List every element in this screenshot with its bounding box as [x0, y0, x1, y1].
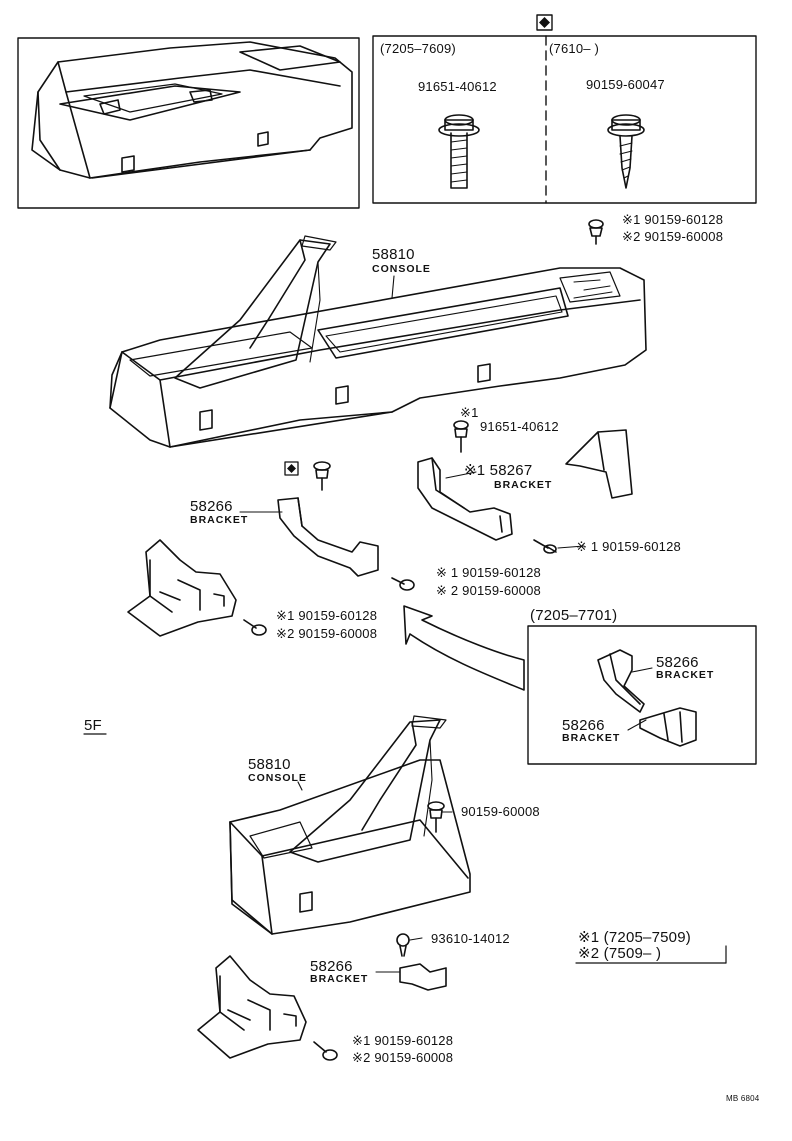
screw-mid-pair — [391, 577, 415, 591]
console-bottom-number: 58810 — [248, 756, 291, 773]
screw-mid-part: 91651-40612 — [480, 419, 559, 434]
bottom-pair-2: ※2 90159-60008 — [352, 1050, 454, 1065]
bracket-58266-mid — [277, 497, 379, 577]
mid-screw-pair-1: ※ 1 90159-60128 — [436, 565, 541, 580]
screw-top — [588, 219, 604, 245]
clip-bottom — [396, 933, 410, 957]
inset-7701-b2-number: 58266 — [562, 717, 605, 734]
left-screw-pair-1: ※1 90159-60128 — [276, 608, 378, 623]
bracket-support-right — [565, 429, 633, 499]
leader-lines — [239, 275, 653, 973]
screw-mid — [453, 420, 469, 453]
inset-period-b: (7610– ) — [549, 41, 600, 56]
inset-console-detail — [17, 37, 360, 209]
top-screw-1: ※1 90159-60128 — [622, 212, 724, 227]
inset-part-a: 91651-40612 — [418, 79, 497, 94]
bracket-58266-a-number: 58266 — [190, 498, 233, 515]
diamond-mark — [536, 14, 553, 31]
inset-7701-b2-name: BRACKET — [562, 732, 621, 744]
bracket-58266-bottom — [399, 963, 447, 991]
inset-7701-b1-name: BRACKET — [656, 669, 715, 681]
left-screw-pair-2: ※2 90159-60008 — [276, 626, 378, 641]
screw-left-pair — [243, 619, 267, 636]
variant-label: 5F — [84, 717, 102, 734]
screw-bottom — [427, 801, 445, 833]
legend-line-1: ※1 (7205–7509) — [578, 929, 691, 946]
bottom-pair-1: ※1 90159-60128 — [352, 1033, 454, 1048]
floor-tunnel-left — [127, 539, 237, 637]
bracket-bottom-number: 58266 — [310, 958, 353, 975]
inset-bolt-variants — [372, 35, 757, 204]
screw-bottom-pair — [313, 1041, 338, 1061]
inset-part-b: 90159-60047 — [586, 77, 665, 92]
mid-screw-right: ※ 1 90159-60128 — [576, 539, 681, 554]
diamond-mark-small — [284, 461, 299, 476]
mid-screw-pair-2: ※ 2 90159-60008 — [436, 583, 541, 598]
screw-diamond — [313, 461, 331, 491]
reference-arrow — [403, 605, 525, 691]
console-top-name: CONSOLE — [372, 263, 431, 275]
inset-period-a: (7205–7609) — [380, 41, 456, 56]
inset-7701-b1-number: 58266 — [656, 654, 699, 671]
bracket-58266-a-name: BRACKET — [190, 514, 249, 526]
floor-tunnel-bottom — [197, 955, 307, 1059]
console-bottom — [229, 715, 471, 935]
screw-right — [533, 539, 557, 554]
clip-part: 93610-14012 — [431, 931, 510, 946]
inset-7701-period: (7205–7701) — [530, 607, 618, 624]
bracket-58267-number: ※1 58267 — [464, 462, 533, 479]
legend-line-2: ※2 (7509– ) — [578, 945, 662, 962]
bottom-screw: 90159-60008 — [461, 804, 540, 819]
inset-bracket-7701 — [527, 625, 757, 765]
screw-mid-mark: ※1 — [460, 405, 479, 420]
console-bottom-name: CONSOLE — [248, 772, 307, 784]
console-top — [109, 235, 647, 448]
drawing-code: MB 6804 — [726, 1094, 760, 1103]
top-screw-2: ※2 90159-60008 — [622, 229, 724, 244]
bracket-58267-name: BRACKET — [494, 479, 553, 491]
console-top-number: 58810 — [372, 246, 415, 263]
bracket-bottom-name: BRACKET — [310, 973, 369, 985]
bracket-58267 — [417, 457, 513, 541]
